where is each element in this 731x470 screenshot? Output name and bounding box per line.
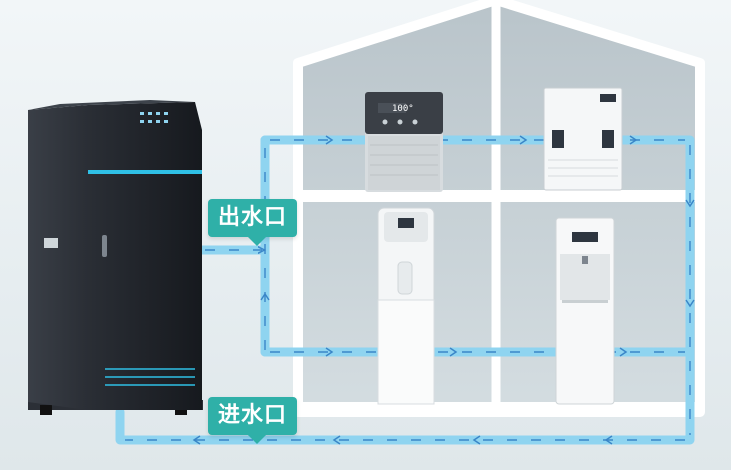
countertop-dispenser-icon xyxy=(365,92,443,192)
water-purifier-cabinet-icon xyxy=(28,100,203,415)
flow-arrow-markers xyxy=(192,135,695,445)
floor-standing-dispenser-icon xyxy=(377,207,435,405)
vent-grille-icon xyxy=(105,368,195,386)
outlet-label: 出水口 xyxy=(208,199,298,246)
control-panel-icon xyxy=(140,112,168,123)
vertical-water-dispenser-icon xyxy=(555,217,615,405)
dispenser-display: 100° xyxy=(392,104,414,114)
wall-mounted-boiler-icon xyxy=(543,87,623,191)
inlet-label: 进水口 xyxy=(208,397,298,444)
